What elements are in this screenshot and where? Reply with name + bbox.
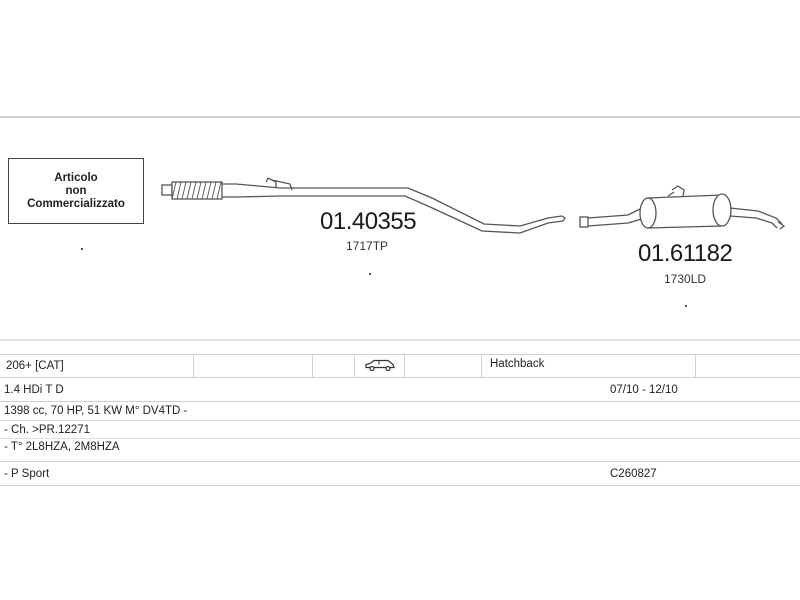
specs-cell: 1398 cc, 70 HP, 51 KW M° DV4TD - — [4, 405, 188, 417]
note-line: non — [65, 184, 87, 197]
trim-cell: - P Sport — [4, 467, 50, 480]
not-sold-note: Articolo non Commercializzato — [8, 158, 144, 224]
engine-cell: 1.4 HDi T D — [4, 383, 64, 396]
front-pipe-drawing — [161, 177, 566, 234]
engine-codes-cell: - T° 2L8HZA, 2M8HZA — [4, 440, 120, 453]
table-row: - T° 2L8HZA, 2M8HZA — [0, 438, 800, 462]
marker-dot — [369, 273, 371, 275]
production-cell: 07/10 - 12/10 — [610, 383, 678, 396]
exhaust-diagram — [0, 177, 800, 341]
rear-silencer-drawing — [579, 185, 786, 230]
table-row: - Ch. >PR.12271 — [0, 420, 800, 438]
chassis-cell: - Ch. >PR.12271 — [4, 423, 90, 436]
table-row: 206+ [CAT] Hatchback — [0, 354, 800, 378]
vehicle-table: 206+ [CAT] Hatchback 1.4 HDi T D 07/10 -… — [0, 354, 800, 486]
model-cell: 206+ [CAT] — [6, 360, 64, 372]
note-line: Commercializzato — [27, 197, 125, 210]
marker-dot — [81, 248, 83, 250]
part-ref-rear-silencer: 1730LD — [664, 272, 707, 286]
table-row: - P Sport C260827 — [0, 462, 800, 486]
note-line: Articolo — [54, 171, 98, 184]
catalog-code-cell: C260827 — [610, 467, 657, 480]
body-type-cell: Hatchback — [490, 357, 545, 370]
part-ref-front-pipe: 1717TP — [346, 239, 389, 253]
marker-dot — [685, 305, 687, 307]
part-code-rear-silencer[interactable]: 01.61182 — [638, 240, 733, 267]
top-rule — [0, 116, 800, 118]
table-row: 1.4 HDi T D 07/10 - 12/10 — [0, 378, 800, 402]
car-icon — [364, 358, 396, 375]
table-row: 1398 cc, 70 HP, 51 KW M° DV4TD - — [0, 402, 800, 420]
part-code-front-pipe[interactable]: 01.40355 — [320, 208, 417, 235]
